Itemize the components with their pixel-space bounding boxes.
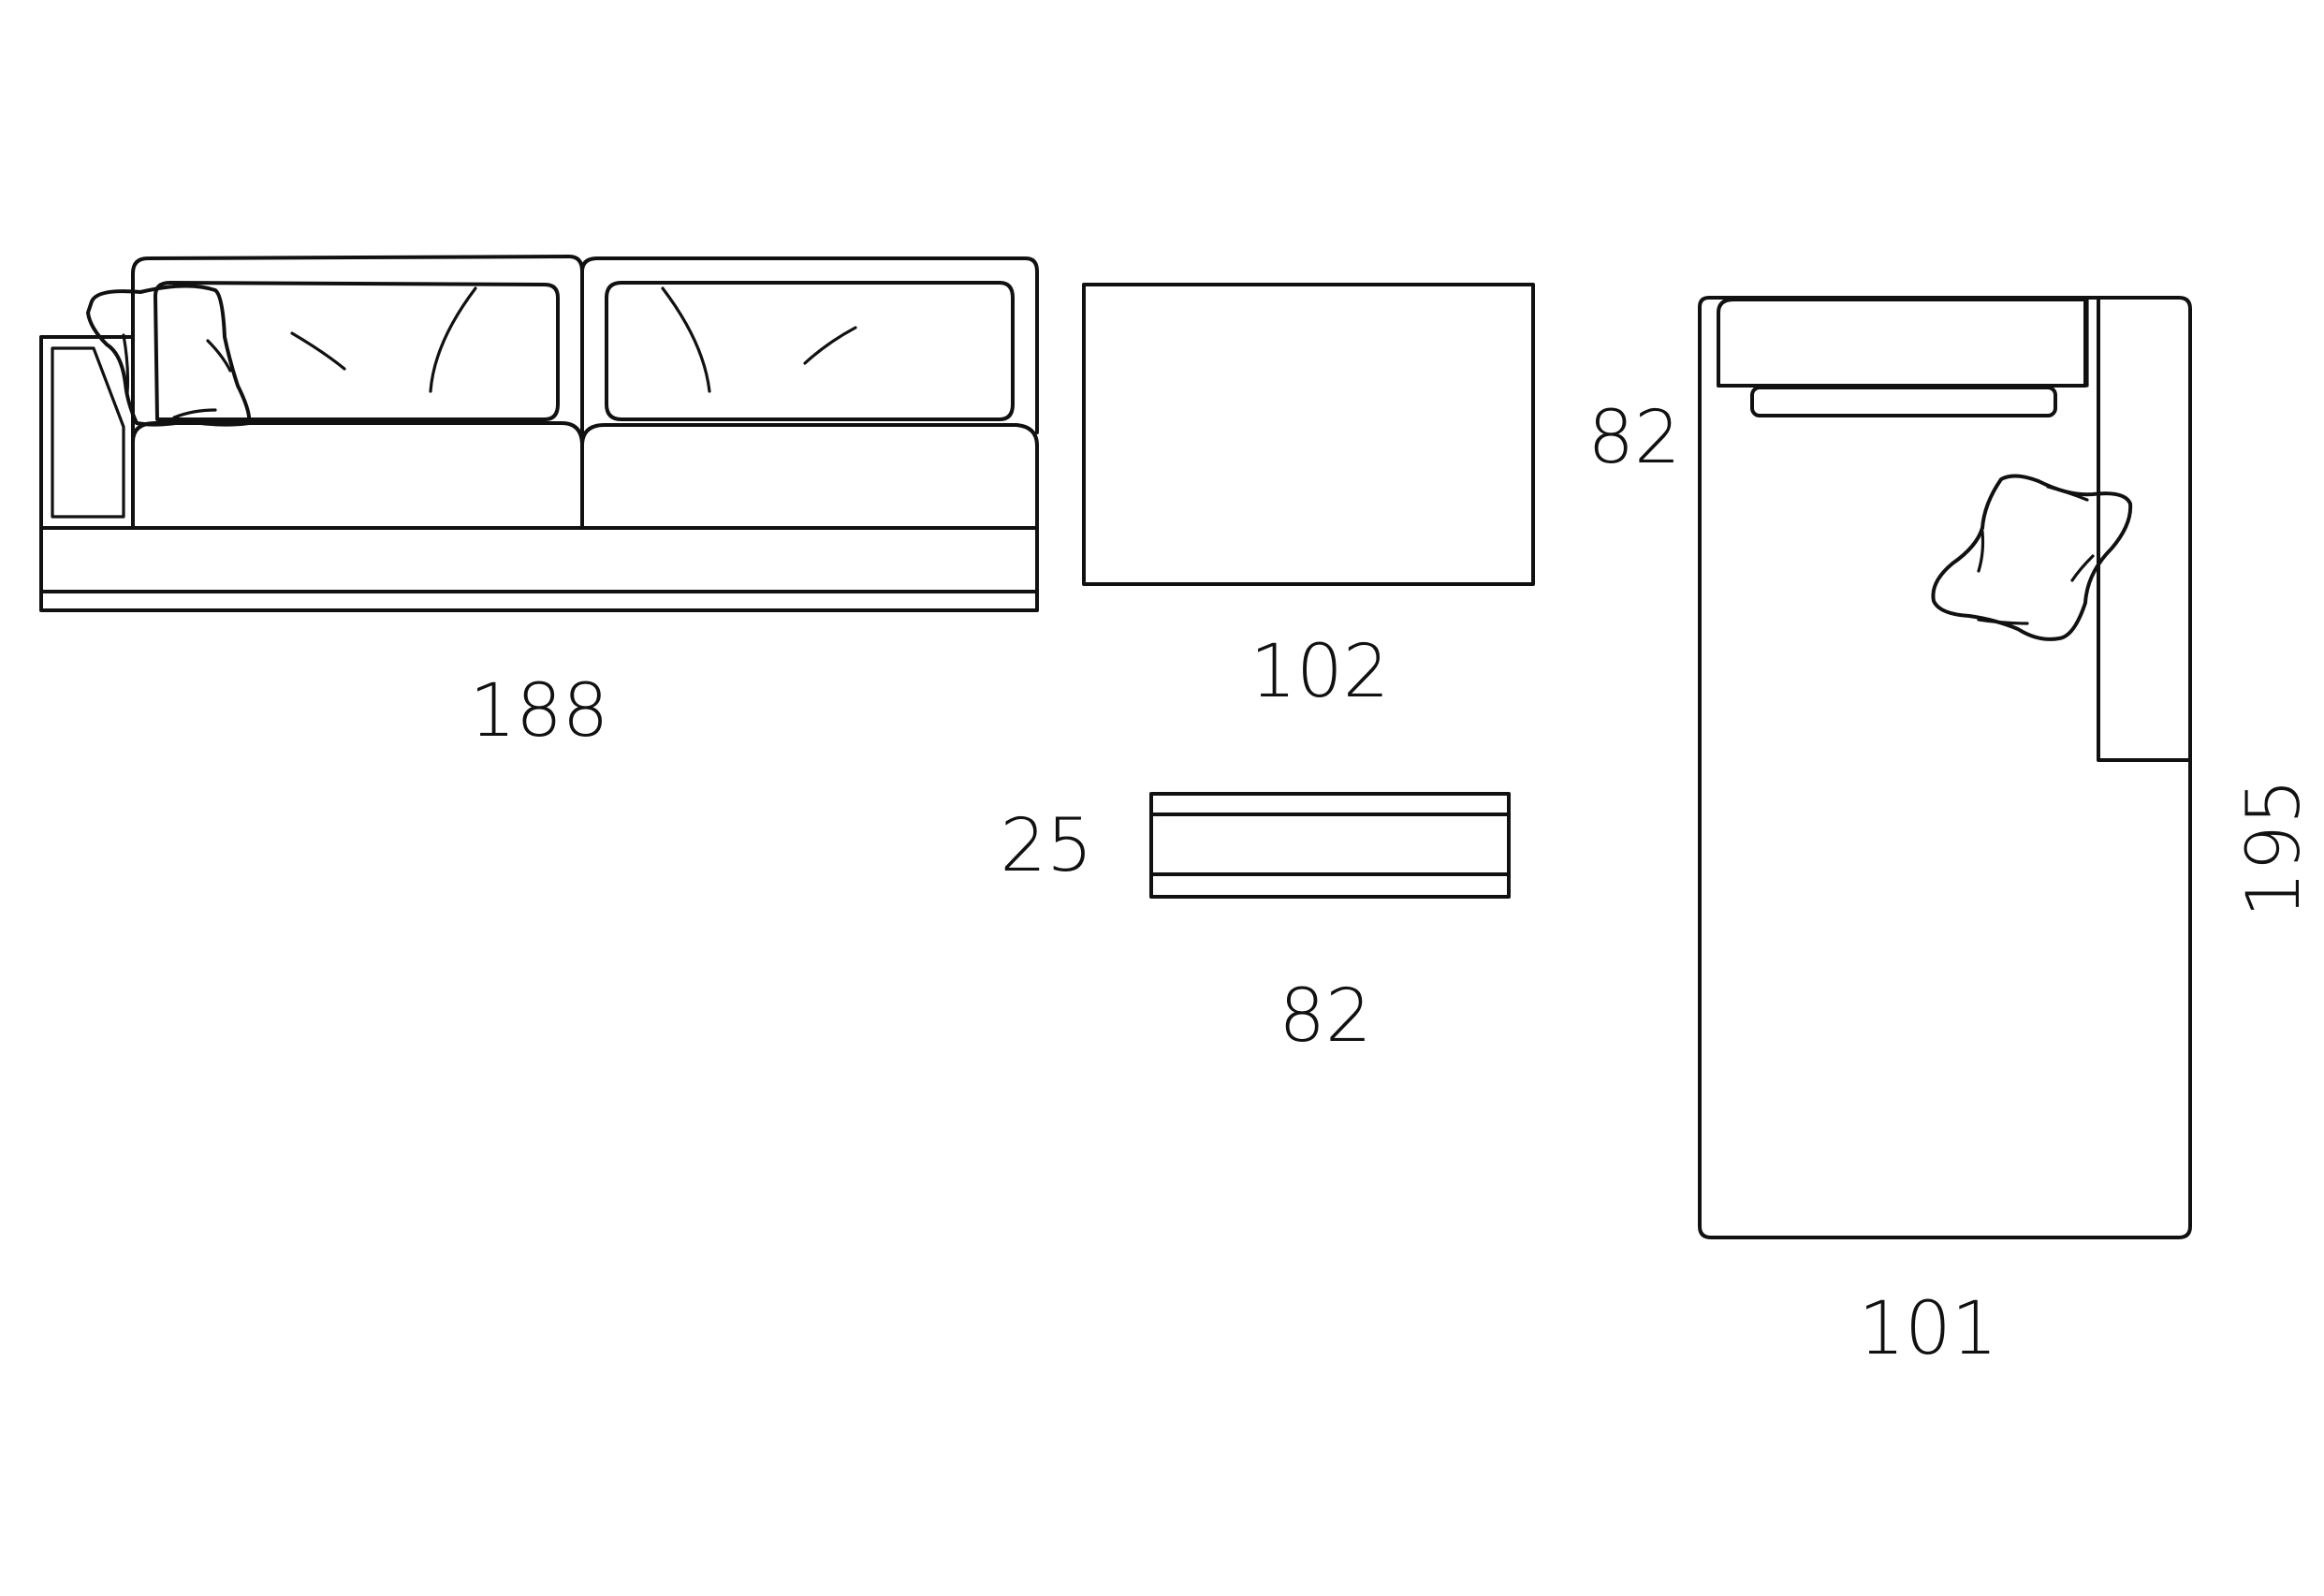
chaise-headrest [1750, 386, 2057, 417]
chaise-backrest [1717, 298, 2087, 388]
dimension-chaise-length: 195 [2232, 779, 2317, 918]
sofa-armrest-inner [51, 346, 125, 519]
dimension-table-depth: 82 [1587, 396, 1680, 480]
pillow-fold [1977, 530, 1985, 573]
chaise-top-view [1698, 296, 2192, 1239]
pillow-icon [86, 284, 252, 427]
sofa-seat-right [580, 423, 1039, 530]
sofa-base [39, 526, 1039, 593]
chaise-outline [1698, 296, 2192, 1239]
dimension-table-width: 102 [1250, 630, 1390, 714]
sofa-armrest [39, 335, 135, 530]
cushion-crease [661, 286, 711, 393]
cushion-crease [429, 286, 477, 393]
pillow-fold [2046, 485, 2089, 502]
pillow-fold [206, 339, 232, 373]
sofa-front-view [39, 255, 1039, 612]
pillow-icon [1931, 474, 2133, 641]
table-top [1082, 283, 1535, 586]
dimension-table-height: 25 [1000, 804, 1092, 888]
pillow-fold [172, 408, 217, 419]
pillow-fold [1977, 618, 2029, 625]
sofa-plinth [39, 590, 1039, 612]
table-side-band [1149, 813, 1511, 876]
sofa-seat-left [131, 421, 584, 530]
dimension-table-side-width: 82 [1279, 974, 1371, 1059]
cushion-crease [803, 326, 857, 365]
table-top-view [1082, 283, 1535, 586]
table-side-view [1149, 792, 1511, 899]
sofa-back-right [580, 256, 1039, 434]
cushion-crease [290, 331, 346, 371]
pillow-fold [2070, 554, 2095, 582]
table-side-frame [1149, 792, 1511, 899]
pillow-fold [122, 333, 130, 395]
chaise-arm [2097, 298, 2192, 762]
dimension-chaise-width: 101 [1859, 1287, 1998, 1371]
dimension-sofa-width: 188 [470, 669, 609, 754]
sofa-back-cushion-right [605, 281, 1015, 421]
